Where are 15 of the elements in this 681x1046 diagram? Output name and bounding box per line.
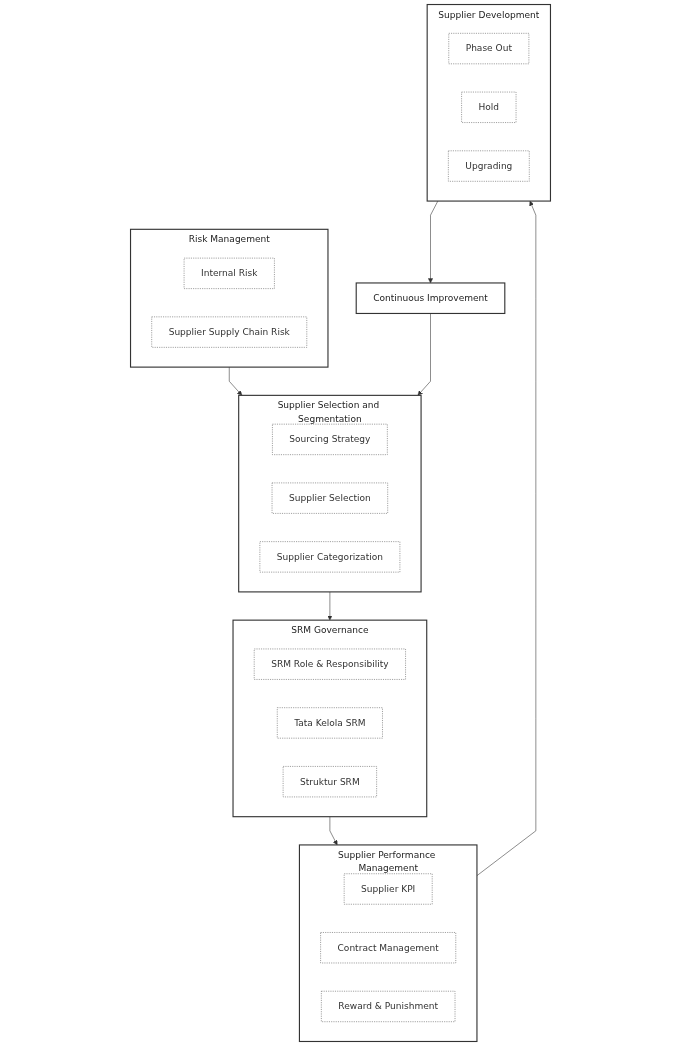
node-box: Continuous Improvement	[355, 282, 506, 315]
node-box: Supplier Supply Chain Risk	[151, 316, 308, 348]
node-box: Struktur SRM	[282, 766, 377, 798]
node-box: Reward & Punishment	[321, 990, 456, 1022]
node-box: Tata Kelola SRM	[277, 707, 383, 739]
node-box: Upgrading	[448, 150, 530, 182]
node-box: Phase Out	[448, 33, 530, 65]
node-box: Internal Risk	[183, 257, 275, 289]
node-box: Contract Management	[320, 932, 457, 964]
node-box: Supplier KPI	[343, 873, 433, 905]
node-box: Hold	[461, 91, 517, 123]
node-box: Sourcing Strategy	[272, 423, 388, 455]
node-box: Supplier Categorization	[259, 541, 401, 573]
node-box: Supplier Selection	[271, 482, 388, 514]
node-box: SRM Role & Responsibility	[253, 648, 406, 680]
